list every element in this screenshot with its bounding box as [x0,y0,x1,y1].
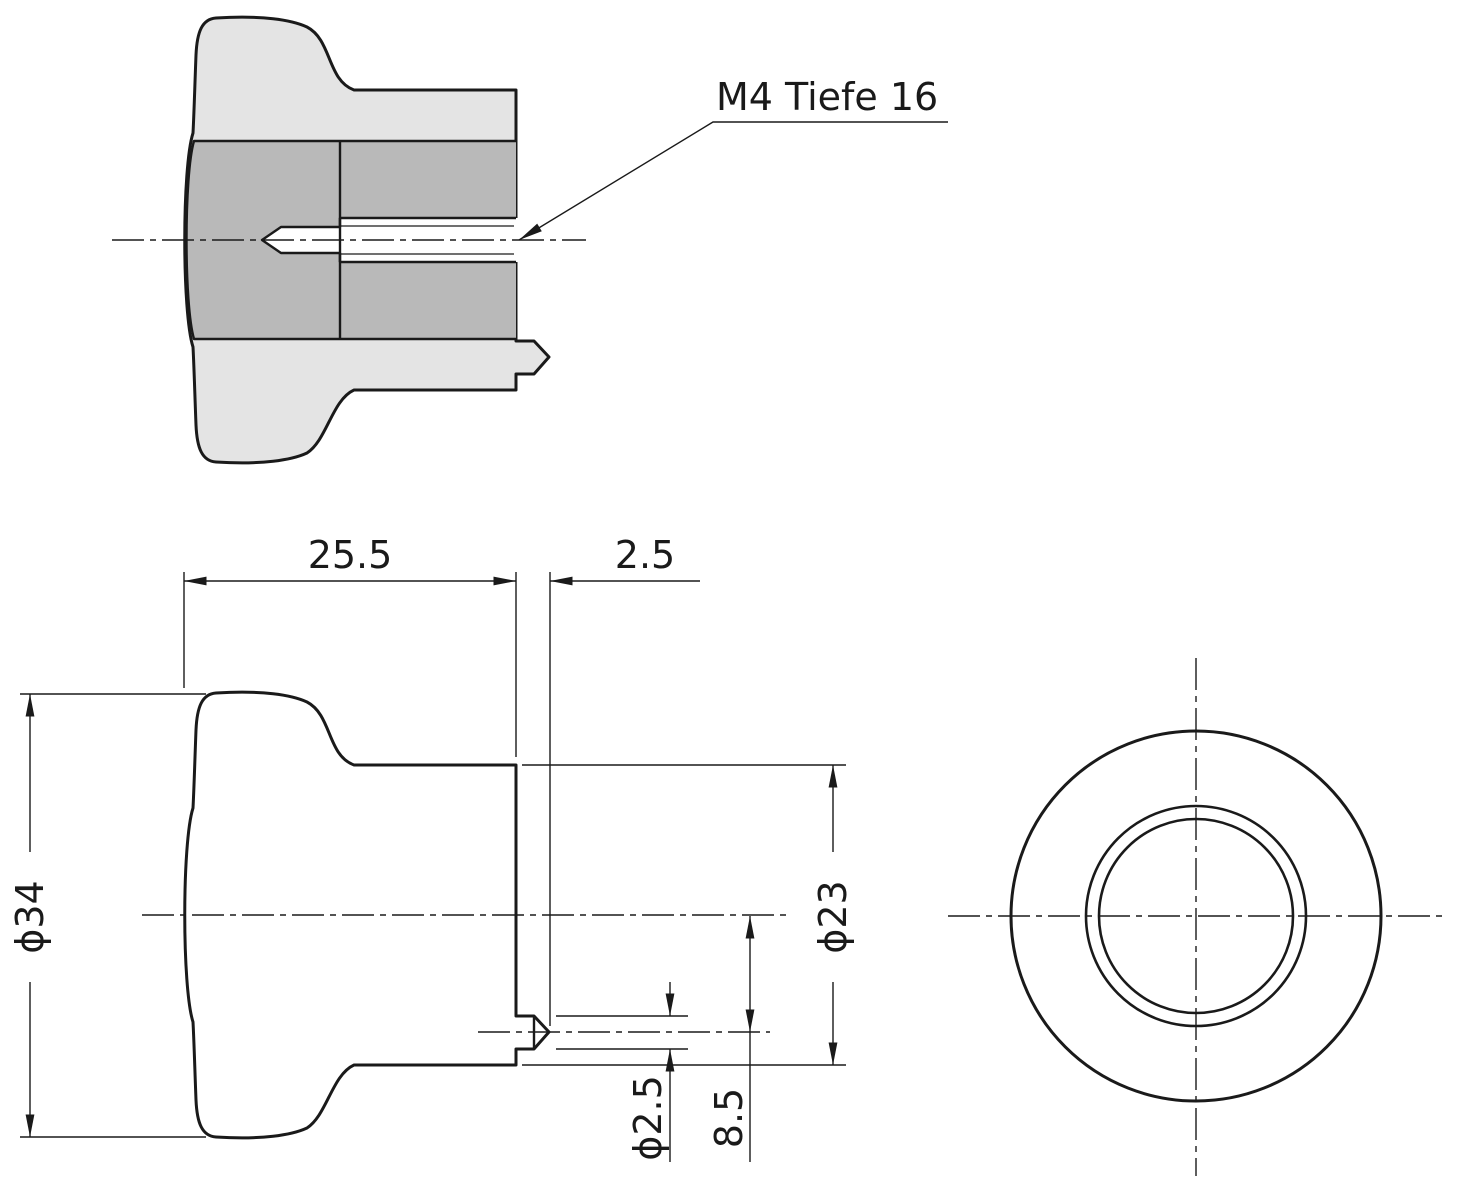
leader-arrowhead [519,223,542,240]
dimensions: 25.5 2.5 ϕ34 ϕ23 [8,533,855,1162]
dim-arrow [493,576,516,586]
side-view [142,690,792,1140]
dim-pin-diameter: ϕ2.5 [556,982,688,1162]
front-view [948,658,1448,1176]
dim-arrow [25,694,35,717]
dim-pin-protrusion: 2.5 [549,533,700,1026]
section-view [112,15,586,465]
dim-arrow [745,1009,755,1032]
dim-label-flange-diameter: ϕ23 [811,880,855,953]
dim-label-head-length: 25.5 [308,533,393,577]
dim-arrow [550,576,573,586]
dim-label-pin-diameter: ϕ2.5 [626,1075,670,1161]
dim-flange-diameter: ϕ23 [522,764,855,1066]
dim-label-pin-protrusion: 2.5 [615,533,675,577]
dim-head-length: 25.5 [183,533,517,757]
thread-callout: M4 Tiefe 16 [518,75,948,241]
dim-arrow [665,993,675,1016]
dim-pin-offset: 8.5 [707,916,755,1162]
dim-arrow [665,1049,675,1072]
dim-arrow [828,765,838,788]
dim-label-pin-offset: 8.5 [707,1088,751,1148]
dim-arrow [184,576,207,586]
leader-line [518,121,948,241]
dim-arrow [828,1042,838,1065]
dim-label-knob-diameter: ϕ34 [8,880,52,953]
thread-note-label: M4 Tiefe 16 [716,75,938,119]
dim-arrow [745,916,755,939]
dim-knob-diameter: ϕ34 [8,693,206,1138]
dim-arrow [25,1114,35,1137]
